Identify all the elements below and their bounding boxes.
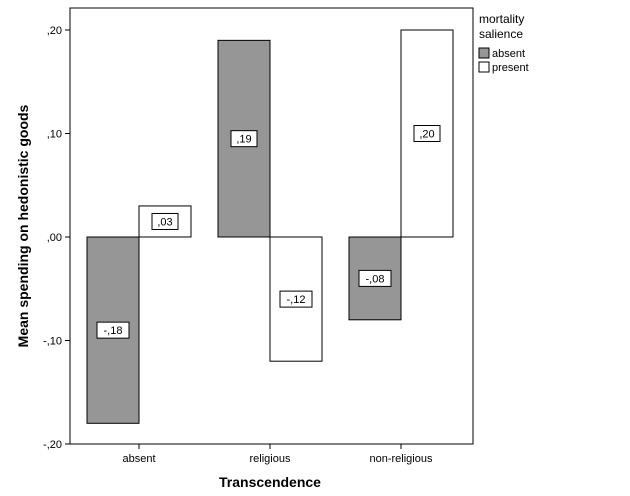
legend-label-present: present [492,62,529,74]
data-label-box [151,212,179,230]
data-label: ,19 [236,134,251,146]
x-tick-label: absent [122,453,155,465]
bars-layer [86,29,454,424]
y-tick-label: ,10 [47,129,62,141]
data-label-box [413,125,441,142]
legend-title-line-1: mortality [479,12,524,26]
x-tick-label: religious [250,453,291,465]
data-label-box [279,290,313,308]
data-label: ,20 [419,129,434,141]
data-label: -,18 [104,325,123,337]
y-tick-label: ,20 [47,25,62,37]
y-tick-label: -,20 [43,439,62,451]
y-tick-label: ,00 [47,232,62,244]
legend-label-absent: absent [492,48,525,60]
data-labels-layer: -,18 ,03 ,19 -,12 -,08 ,20 [96,125,441,339]
data-label: -,08 [366,273,385,285]
legend-swatch-absent [478,47,490,59]
x-axis: absent religious non-religious [122,444,433,465]
data-label-box [96,321,130,339]
data-label-box [358,269,392,287]
x-tick-label: non-religious [370,453,433,465]
legend-title-line-2: salience [479,27,523,41]
x-axis-title: Transcendence [219,474,321,490]
data-label-box [230,130,258,148]
legend-swatch-present [478,61,490,73]
y-tick-label: -,10 [43,336,62,348]
y-axis: ,20 ,10 ,00 -,10 -,20 [43,25,70,451]
data-label: ,03 [157,216,172,228]
y-axis-title: Mean spending on hedonistic goods [15,104,31,347]
data-label: -,12 [287,294,306,306]
legend: mortality salience absent present [478,12,529,74]
